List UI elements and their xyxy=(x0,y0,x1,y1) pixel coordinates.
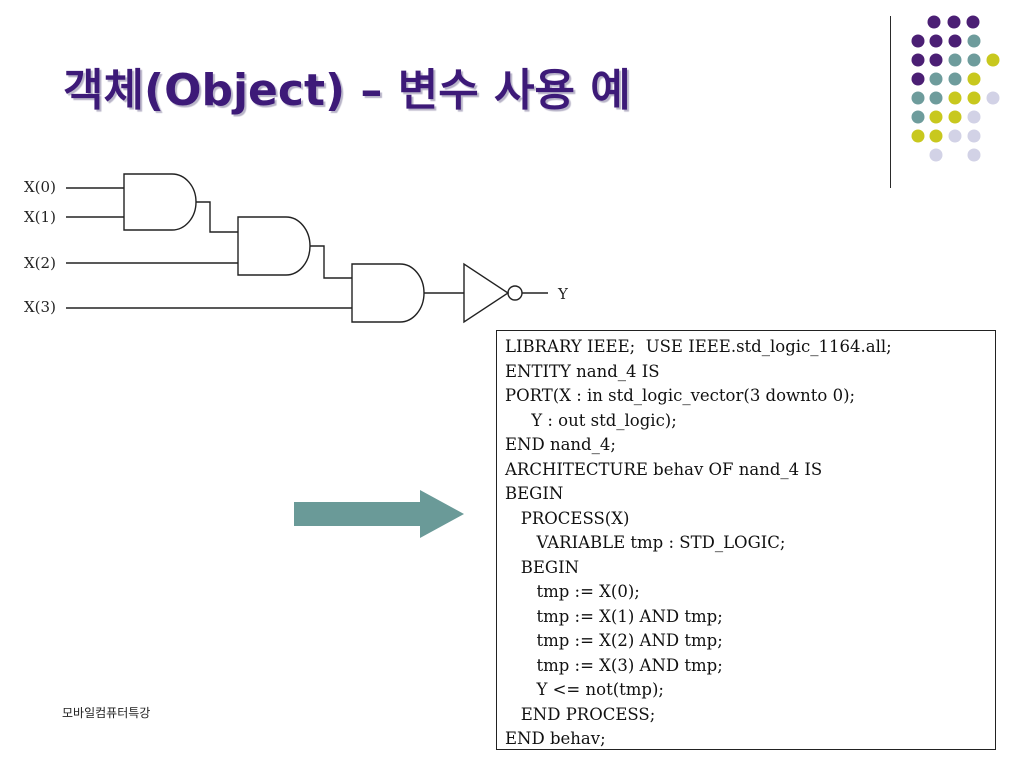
decorative-dot xyxy=(927,15,941,29)
decorative-dot xyxy=(966,15,980,29)
decorative-dot xyxy=(986,91,1000,105)
decorative-dot xyxy=(948,53,962,67)
inverter-gate xyxy=(463,262,510,324)
decorative-divider-line xyxy=(890,16,891,188)
input-label-x1: X(1) xyxy=(24,208,56,226)
code-line: tmp := X(0); xyxy=(505,582,640,601)
decorative-dot xyxy=(967,148,981,162)
code-line: END nand_4; xyxy=(505,435,616,454)
slide-title: 객체(Object) – 변수 사용 예 xyxy=(63,65,631,116)
decorative-dot xyxy=(911,34,925,48)
decorative-dot-grid xyxy=(911,15,1000,162)
code-line: tmp := X(3) AND tmp; xyxy=(505,655,723,675)
decorative-dot xyxy=(911,91,925,105)
code-line: Y <= not(tmp); xyxy=(505,680,664,699)
decorative-dot xyxy=(948,34,962,48)
code-line: BEGIN xyxy=(505,484,564,503)
code-line: VARIABLE tmp : STD_LOGIC; xyxy=(505,533,786,552)
decorative-dot xyxy=(967,53,981,67)
code-line: BEGIN xyxy=(505,557,580,577)
decorative-dot xyxy=(929,129,943,143)
code-line: PROCESS(X) xyxy=(505,508,630,528)
code-line: END behav; xyxy=(505,729,606,748)
decorative-dot xyxy=(948,129,962,143)
footer-course-name: 모바일컴퓨터특강 xyxy=(62,706,151,720)
wire-g2-g3 xyxy=(310,245,352,279)
decorative-dot xyxy=(967,91,981,105)
input-label-x3: X(3) xyxy=(24,298,56,316)
decorative-dot xyxy=(929,91,943,105)
code-line: tmp := X(1) AND tmp; xyxy=(505,606,723,626)
decorative-dot xyxy=(929,34,943,48)
decorative-dot xyxy=(967,129,981,143)
decorative-dot xyxy=(929,110,943,124)
decorative-dot xyxy=(929,53,943,67)
code-line: ENTITY nand_4 IS xyxy=(505,361,660,381)
decorative-dot xyxy=(948,72,962,86)
output-label-y: Y xyxy=(557,285,569,303)
code-line: PORT(X : in std_logic_vector(3 downto 0)… xyxy=(505,386,856,405)
input-label-x2: X(2) xyxy=(24,254,56,272)
decorative-dot xyxy=(986,53,1000,67)
code-line: END PROCESS; xyxy=(505,704,656,724)
code-line: tmp := X(2) AND tmp; xyxy=(505,631,723,650)
nand4-logic-diagram: X(0) X(1) X(2) X(3) Y xyxy=(24,173,569,324)
decorative-dot xyxy=(967,72,981,86)
decorative-dot xyxy=(911,129,925,143)
wire-g1-g2 xyxy=(196,201,238,233)
decorative-dot xyxy=(911,110,925,124)
decorative-dot xyxy=(967,110,981,124)
decorative-dot xyxy=(948,110,962,124)
code-line: LIBRARY IEEE; USE IEEE.std_logic_1164.al… xyxy=(505,337,892,356)
code-line: ARCHITECTURE behav OF nand_4 IS xyxy=(505,459,823,479)
decorative-dot xyxy=(929,148,943,162)
right-arrow-icon xyxy=(294,490,464,538)
decorative-dot xyxy=(911,72,925,86)
code-line: Y : out std_logic); xyxy=(505,410,677,430)
vhdl-code-box: LIBRARY IEEE; USE IEEE.std_logic_1164.al… xyxy=(496,330,996,750)
and-gate-1 xyxy=(123,173,197,231)
input-label-x0: X(0) xyxy=(24,178,56,196)
and-gate-3 xyxy=(351,263,425,323)
decorative-dot xyxy=(947,15,961,29)
decorative-dot xyxy=(911,53,925,67)
decorative-dot xyxy=(929,72,943,86)
inverter-bubble xyxy=(507,285,523,301)
decorative-dot xyxy=(948,91,962,105)
and-gate-2 xyxy=(237,216,311,276)
decorative-dot xyxy=(967,34,981,48)
